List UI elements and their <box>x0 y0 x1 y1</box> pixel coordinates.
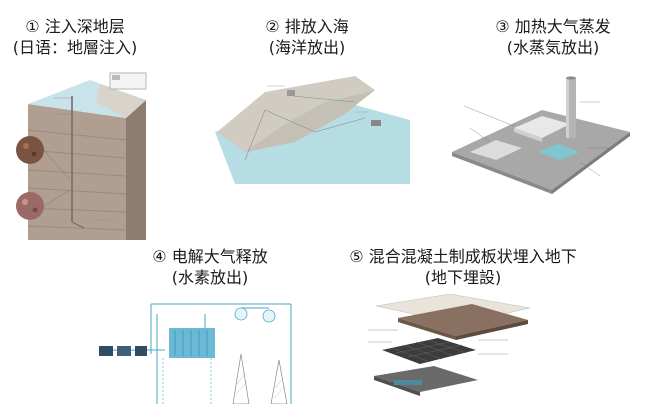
caption-hydrogen-release: ④ 电解大气释放 (水素放出) <box>135 246 285 288</box>
caption-ocean-release: ② 排放入海 (海洋放出) <box>232 16 382 58</box>
caption-title: ② 排放入海 <box>265 17 349 36</box>
caption-subtitle: (日语：地層注入) <box>12 38 138 57</box>
diagram-hydrogen-release <box>95 294 315 404</box>
caption-subtitle: (水蒸気放出) <box>506 38 600 57</box>
caption-subtitle: (海洋放出) <box>268 38 346 57</box>
diagram-ocean-release <box>205 62 417 184</box>
caption-subtitle: (地下埋設) <box>424 268 502 287</box>
diagram-deep-injection <box>0 70 160 240</box>
caption-title: ④ 电解大气释放 <box>152 247 268 266</box>
diagram-underground-burial <box>368 294 538 404</box>
diagram-vapor-release <box>430 72 650 212</box>
caption-underground-burial: ⑤ 混合混凝土制成板状埋入地下 (地下埋設) <box>338 246 588 288</box>
caption-vapor-release: ③ 加热大气蒸发 (水蒸気放出) <box>478 16 628 58</box>
caption-deep-injection: ① 注入深地层 (日语：地層注入) <box>0 16 150 58</box>
caption-title: ① 注入深地层 <box>25 17 125 36</box>
caption-subtitle: (水素放出) <box>171 268 249 287</box>
caption-title: ③ 加热大气蒸发 <box>495 17 611 36</box>
caption-title: ⑤ 混合混凝土制成板状埋入地下 <box>349 247 577 266</box>
